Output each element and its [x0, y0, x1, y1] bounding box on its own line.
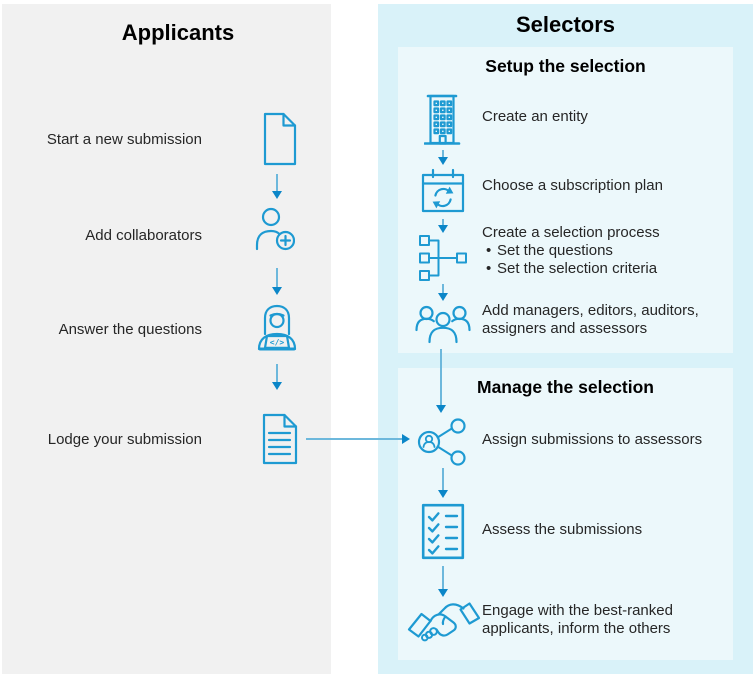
applicant-step-label-start: Start a new submission: [46, 131, 202, 148]
setup-title: Setup the selection: [485, 56, 646, 76]
selection-process-icon: [419, 235, 467, 281]
person-laptop-icon: </>: [257, 304, 297, 351]
applicant-step-label-lodge: Lodge your submission: [47, 431, 202, 448]
building-icon: [424, 94, 461, 145]
flow-arrow-down-long: [436, 349, 446, 413]
setup-bullet-item: Set the selection criteria: [482, 260, 727, 278]
blank-document-icon: [263, 112, 297, 166]
flow-arrow-down: [438, 566, 448, 597]
assign-share-icon: [417, 418, 466, 466]
selector-step-label-engage: Engage with the best-ranked applicants, …: [482, 602, 673, 637]
selector-step-label-assess: Assess the submissions: [482, 521, 643, 538]
applicant-step-label-answer: Answer the questions: [58, 321, 202, 338]
manage-title: Manage the selection: [477, 377, 654, 397]
handshake-icon: [407, 602, 481, 642]
checklist-icon: [421, 503, 465, 560]
selector-step-process: Create a selection process Set the quest…: [482, 224, 727, 278]
flow-arrow-down: [438, 219, 448, 233]
document-lines-icon: [262, 413, 298, 465]
selector-step-label-managers: Add managers, editors, auditors, assigne…: [482, 302, 699, 337]
selectors-panel: Selectors Setup the selection Create an …: [378, 4, 753, 674]
selector-step-label-entity: Create an entity: [482, 108, 588, 125]
flow-arrow-down: [272, 268, 282, 295]
selectors-title: Selectors: [515, 12, 616, 37]
selector-step-label-process: Create a selection process: [482, 224, 660, 241]
flow-arrow-down: [272, 364, 282, 390]
applicants-title: Applicants: [121, 20, 235, 45]
selector-step-label-assign: Assign submissions to assessors: [482, 431, 703, 448]
applicant-step-label-collaborators: Add collaborators: [85, 227, 202, 244]
manage-panel: Manage the selection Assign submissions …: [398, 368, 733, 660]
people-group-icon: [415, 305, 471, 344]
flow-arrow-down: [438, 468, 448, 498]
flow-arrow-down: [438, 150, 448, 165]
applicants-panel: Applicants Start a new submission Add co…: [2, 4, 331, 674]
svg-text:</>: </>: [270, 338, 285, 347]
flow-arrow-down: [272, 174, 282, 199]
setup-bullet-item: Set the questions: [482, 242, 727, 260]
add-collaborator-icon: [255, 207, 295, 251]
flow-arrow-down: [438, 284, 448, 301]
flow-arrow-right: [306, 434, 410, 444]
calendar-sync-icon: [421, 168, 465, 213]
setup-panel: Setup the selection Create an entity: [398, 47, 733, 353]
selector-step-label-subscription: Choose a subscription plan: [482, 177, 663, 194]
